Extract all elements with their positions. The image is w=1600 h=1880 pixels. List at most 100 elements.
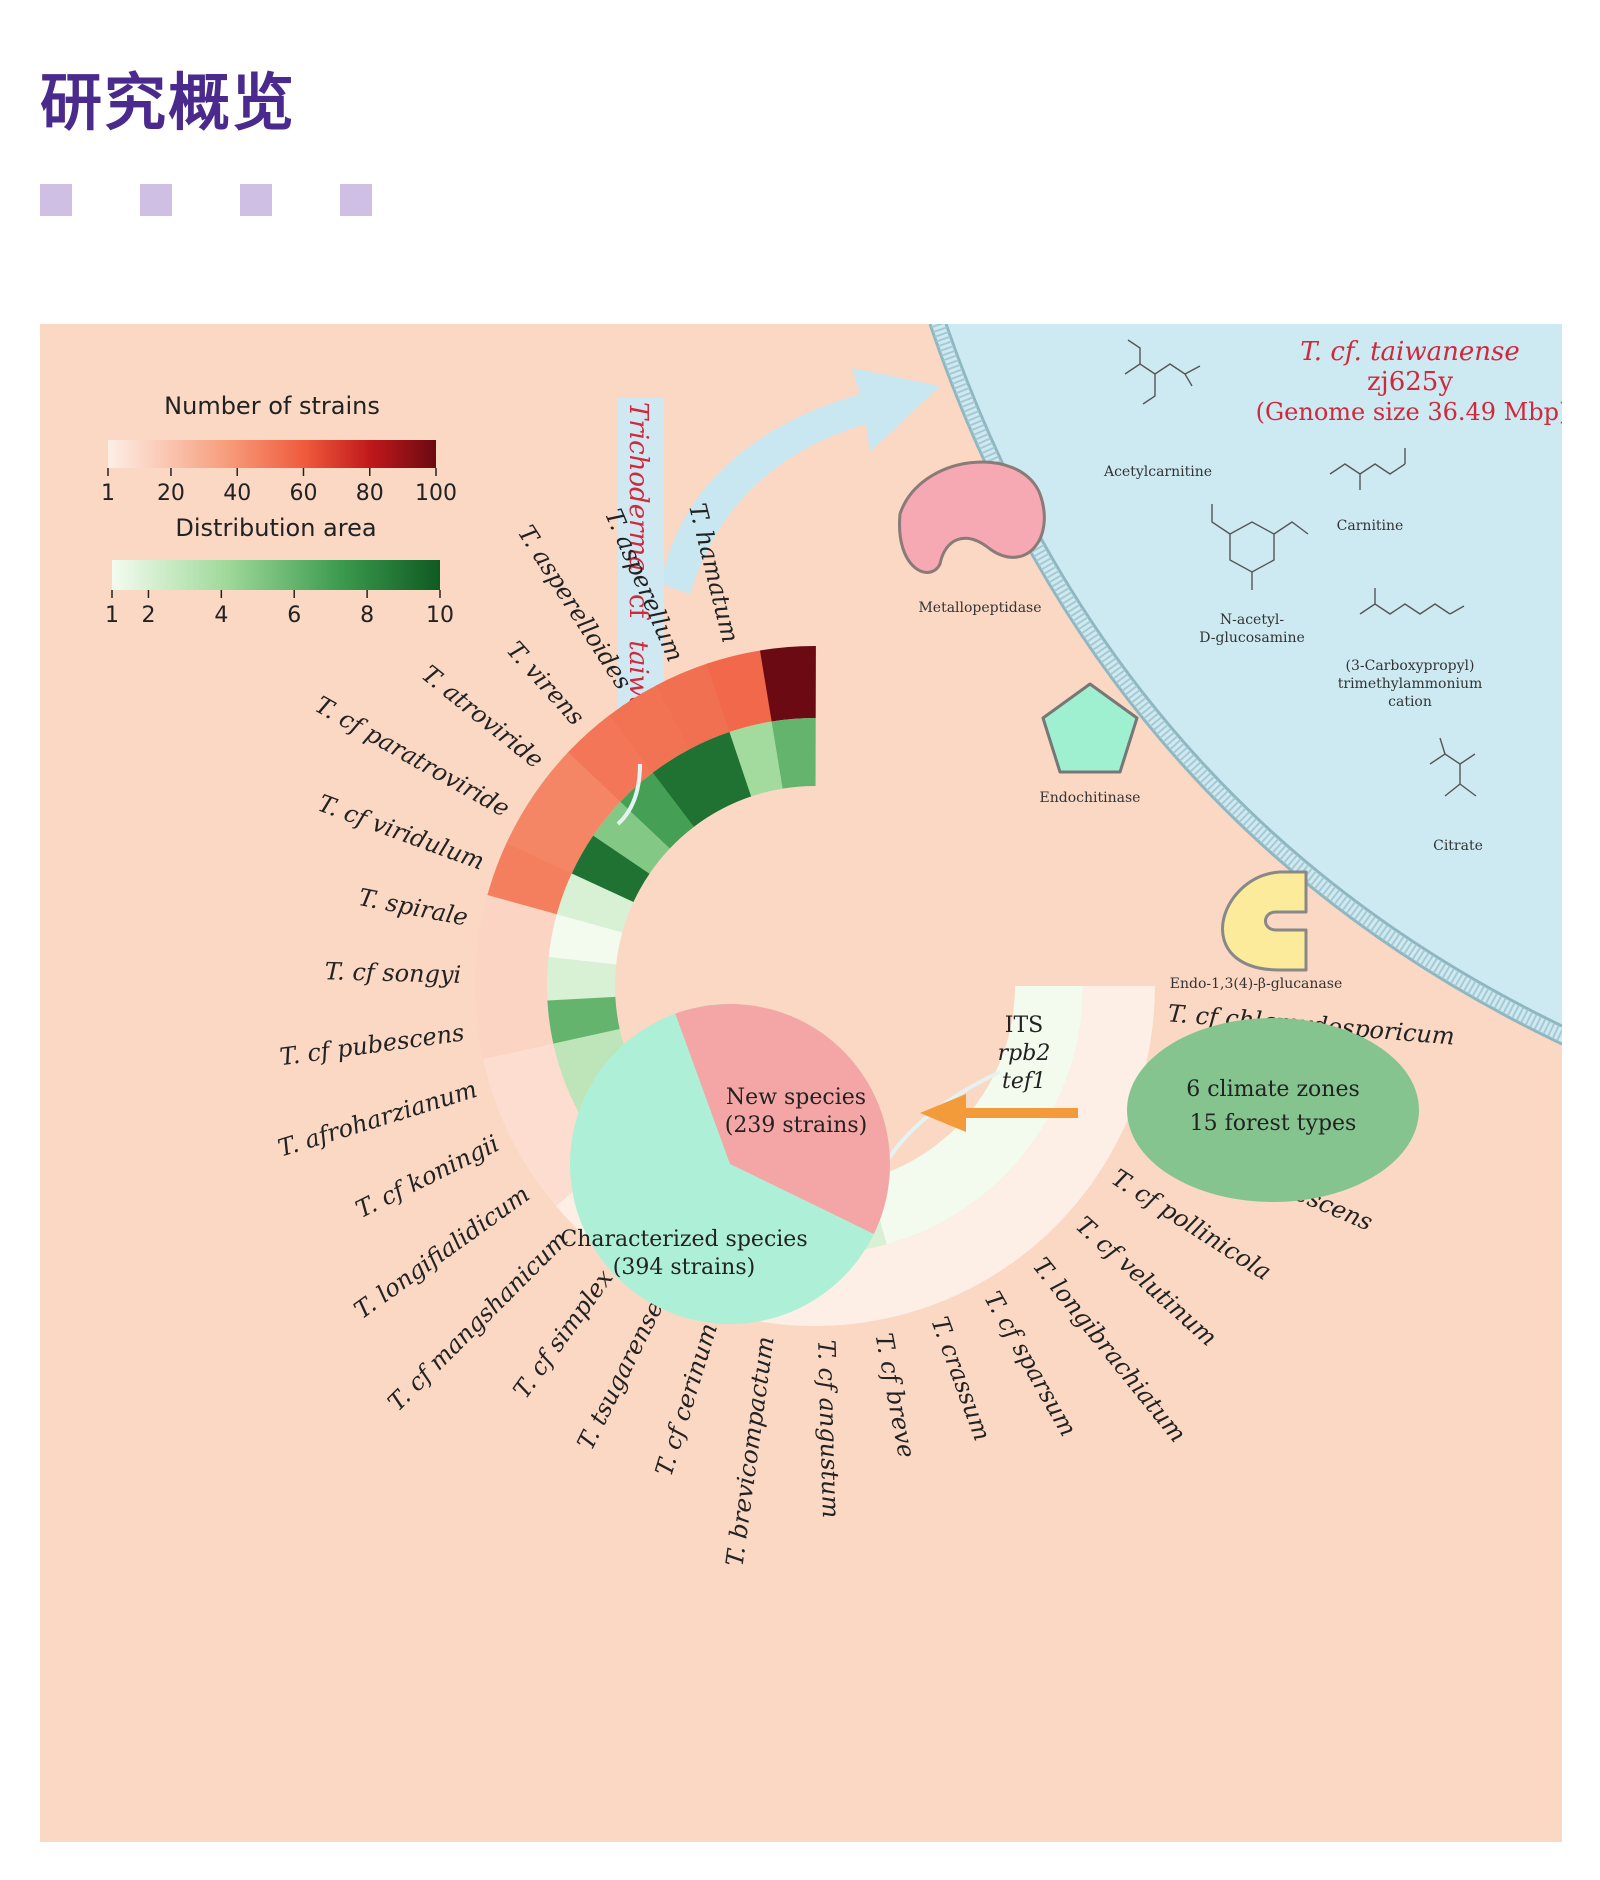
pie-characterized-label: Characterized species [560, 1227, 807, 1252]
carboxypropyl-structure [1359, 588, 1465, 615]
glucosamine-structure [1211, 504, 1309, 590]
acetylcarnitine-structure [1124, 339, 1201, 405]
distribution-area-cell [547, 996, 620, 1044]
distribution-area-cell [652, 748, 722, 827]
strain-count-cell [886, 1229, 958, 1314]
strain-count-cell [1027, 1111, 1116, 1193]
strain-count-cell [475, 948, 549, 1005]
distribution-area-cell [1004, 1018, 1080, 1073]
species-pie-chart [570, 1003, 890, 1324]
legend-distribution-bar [112, 560, 440, 590]
citrate-structure [1429, 737, 1477, 797]
pie-new-species-count: (239 strains) [725, 1113, 867, 1138]
pie-new-species-label: New species [726, 1085, 866, 1110]
legend-strains-tick-label: 60 [289, 481, 317, 506]
distribution-area-cell [571, 835, 650, 903]
cell-genome-size: (Genome size 36.49 Mbp) [1256, 398, 1562, 426]
strain-count-cell [759, 646, 816, 722]
distribution-area-cell [593, 801, 671, 874]
figure-panel: T. cf. taiwanense zj625y (Genome size 36… [40, 324, 1562, 1842]
metabolite-cation: cation [1388, 694, 1432, 710]
legend-distribution-tick-label: 10 [426, 603, 454, 628]
distribution-area-cell [952, 1107, 1029, 1182]
glucanase-shape [1221, 870, 1308, 972]
cell-membrane-lipids [931, 324, 1562, 1042]
strain-count-cell [498, 1084, 586, 1162]
legend-distribution-tick-label: 4 [214, 603, 228, 628]
strain-count-cell [926, 1207, 1006, 1295]
distribution-area-cell [898, 1151, 966, 1230]
legend-strains-bar [108, 440, 436, 468]
distribution-area-cell [1012, 986, 1083, 1031]
strain-count-cell [655, 663, 731, 750]
strain-count-cell [568, 714, 654, 802]
strain-count-cell [475, 999, 554, 1060]
decorative-square [140, 184, 172, 216]
page-heading: 研究概览 [40, 66, 297, 139]
marker-its: ITS [1005, 1013, 1043, 1038]
species-label: T. cf songyi [324, 957, 461, 989]
strain-count-cell [533, 751, 621, 836]
metallopeptidase-shape [898, 460, 1046, 574]
strain-count-cell [482, 1042, 567, 1112]
legend-distribution-tick-label: 1 [105, 603, 119, 628]
distribution-area-cell [556, 872, 634, 933]
distribution-area-cell [553, 1028, 630, 1086]
strain-count-cell [506, 794, 594, 874]
distribution-area-cell [991, 1049, 1069, 1113]
decorative-square [40, 184, 72, 216]
highlight-genus: Trichoderma [623, 402, 653, 572]
metabolite-glucosamine: D-glucosamine [1199, 630, 1305, 646]
strain-count-cell [476, 894, 557, 958]
metabolite-n-acetyl: N-acetyl- [1220, 612, 1284, 628]
strain-count-cell [964, 1180, 1049, 1268]
carnitine-structure [1329, 448, 1406, 490]
metabolite-carnitine: Carnitine [1337, 518, 1404, 534]
strain-count-cell [706, 650, 773, 733]
endochitinase-shape [1041, 682, 1139, 774]
strain-count-cell [1079, 986, 1155, 1042]
legend-strains-tick-label: 40 [223, 481, 251, 506]
distribution-area-cell [548, 913, 623, 965]
metabolite-trimethylammonium: trimethylammonium [1338, 676, 1483, 692]
cell-region [930, 324, 1562, 1044]
sequencing-arrow [920, 1094, 1078, 1132]
legend-distribution-title: Distribution area [175, 514, 376, 542]
cell-species-title: T. cf. taiwanense [1300, 337, 1519, 367]
metabolite-acetylcarnitine: Acetylcarnitine [1103, 464, 1212, 480]
species-label: T. cf angustum [812, 1339, 845, 1518]
strain-count-cell [609, 685, 691, 773]
decorative-square [340, 184, 372, 216]
sampling-ellipse [1127, 1018, 1419, 1202]
metabolite-citrate: Citrate [1433, 838, 1483, 854]
connector-top [616, 763, 642, 826]
distribution-area-cell [926, 1131, 1000, 1209]
sampling-climate-zones: 6 climate zones [1186, 1077, 1360, 1102]
marker-tef1: tef1 [1002, 1069, 1046, 1094]
enzyme-glucanase: Endo-1,3(4)-β-glucanase [1170, 976, 1342, 992]
highlight-cf: cf [623, 594, 653, 621]
strain-count-cell [487, 842, 573, 915]
pie-new-species-slice [675, 1003, 890, 1234]
legend-strains-tick-label: 80 [356, 481, 384, 506]
strain-count-cell [998, 1148, 1086, 1234]
distribution-area-cell [771, 718, 816, 789]
legend-strains-tick-label: 1 [101, 481, 115, 506]
highlight-label-background [618, 398, 664, 724]
transfer-arrow [660, 368, 940, 594]
cell-membrane-inner [944, 324, 1562, 1028]
legend-strains-title: Number of strains [164, 392, 380, 420]
strain-count-cell [843, 1244, 906, 1325]
study-overview-figure: T. cf. taiwanense zj625y (Genome size 36… [40, 324, 1562, 1842]
legend-distribution-tick-label: 6 [287, 603, 301, 628]
enzyme-endochitinase: Endochitinase [1040, 790, 1141, 806]
marker-rpb2: rpb2 [998, 1041, 1051, 1066]
distribution-area-cell [729, 721, 784, 797]
legend-distribution-tick-label: 8 [360, 603, 374, 628]
legend-strains-tick-label: 20 [157, 481, 185, 506]
decorative-square [240, 184, 272, 216]
metabolite-carboxypropyl: (3-Carboxypropyl) [1346, 658, 1475, 674]
cell-strain-id: zj625y [1367, 367, 1453, 397]
